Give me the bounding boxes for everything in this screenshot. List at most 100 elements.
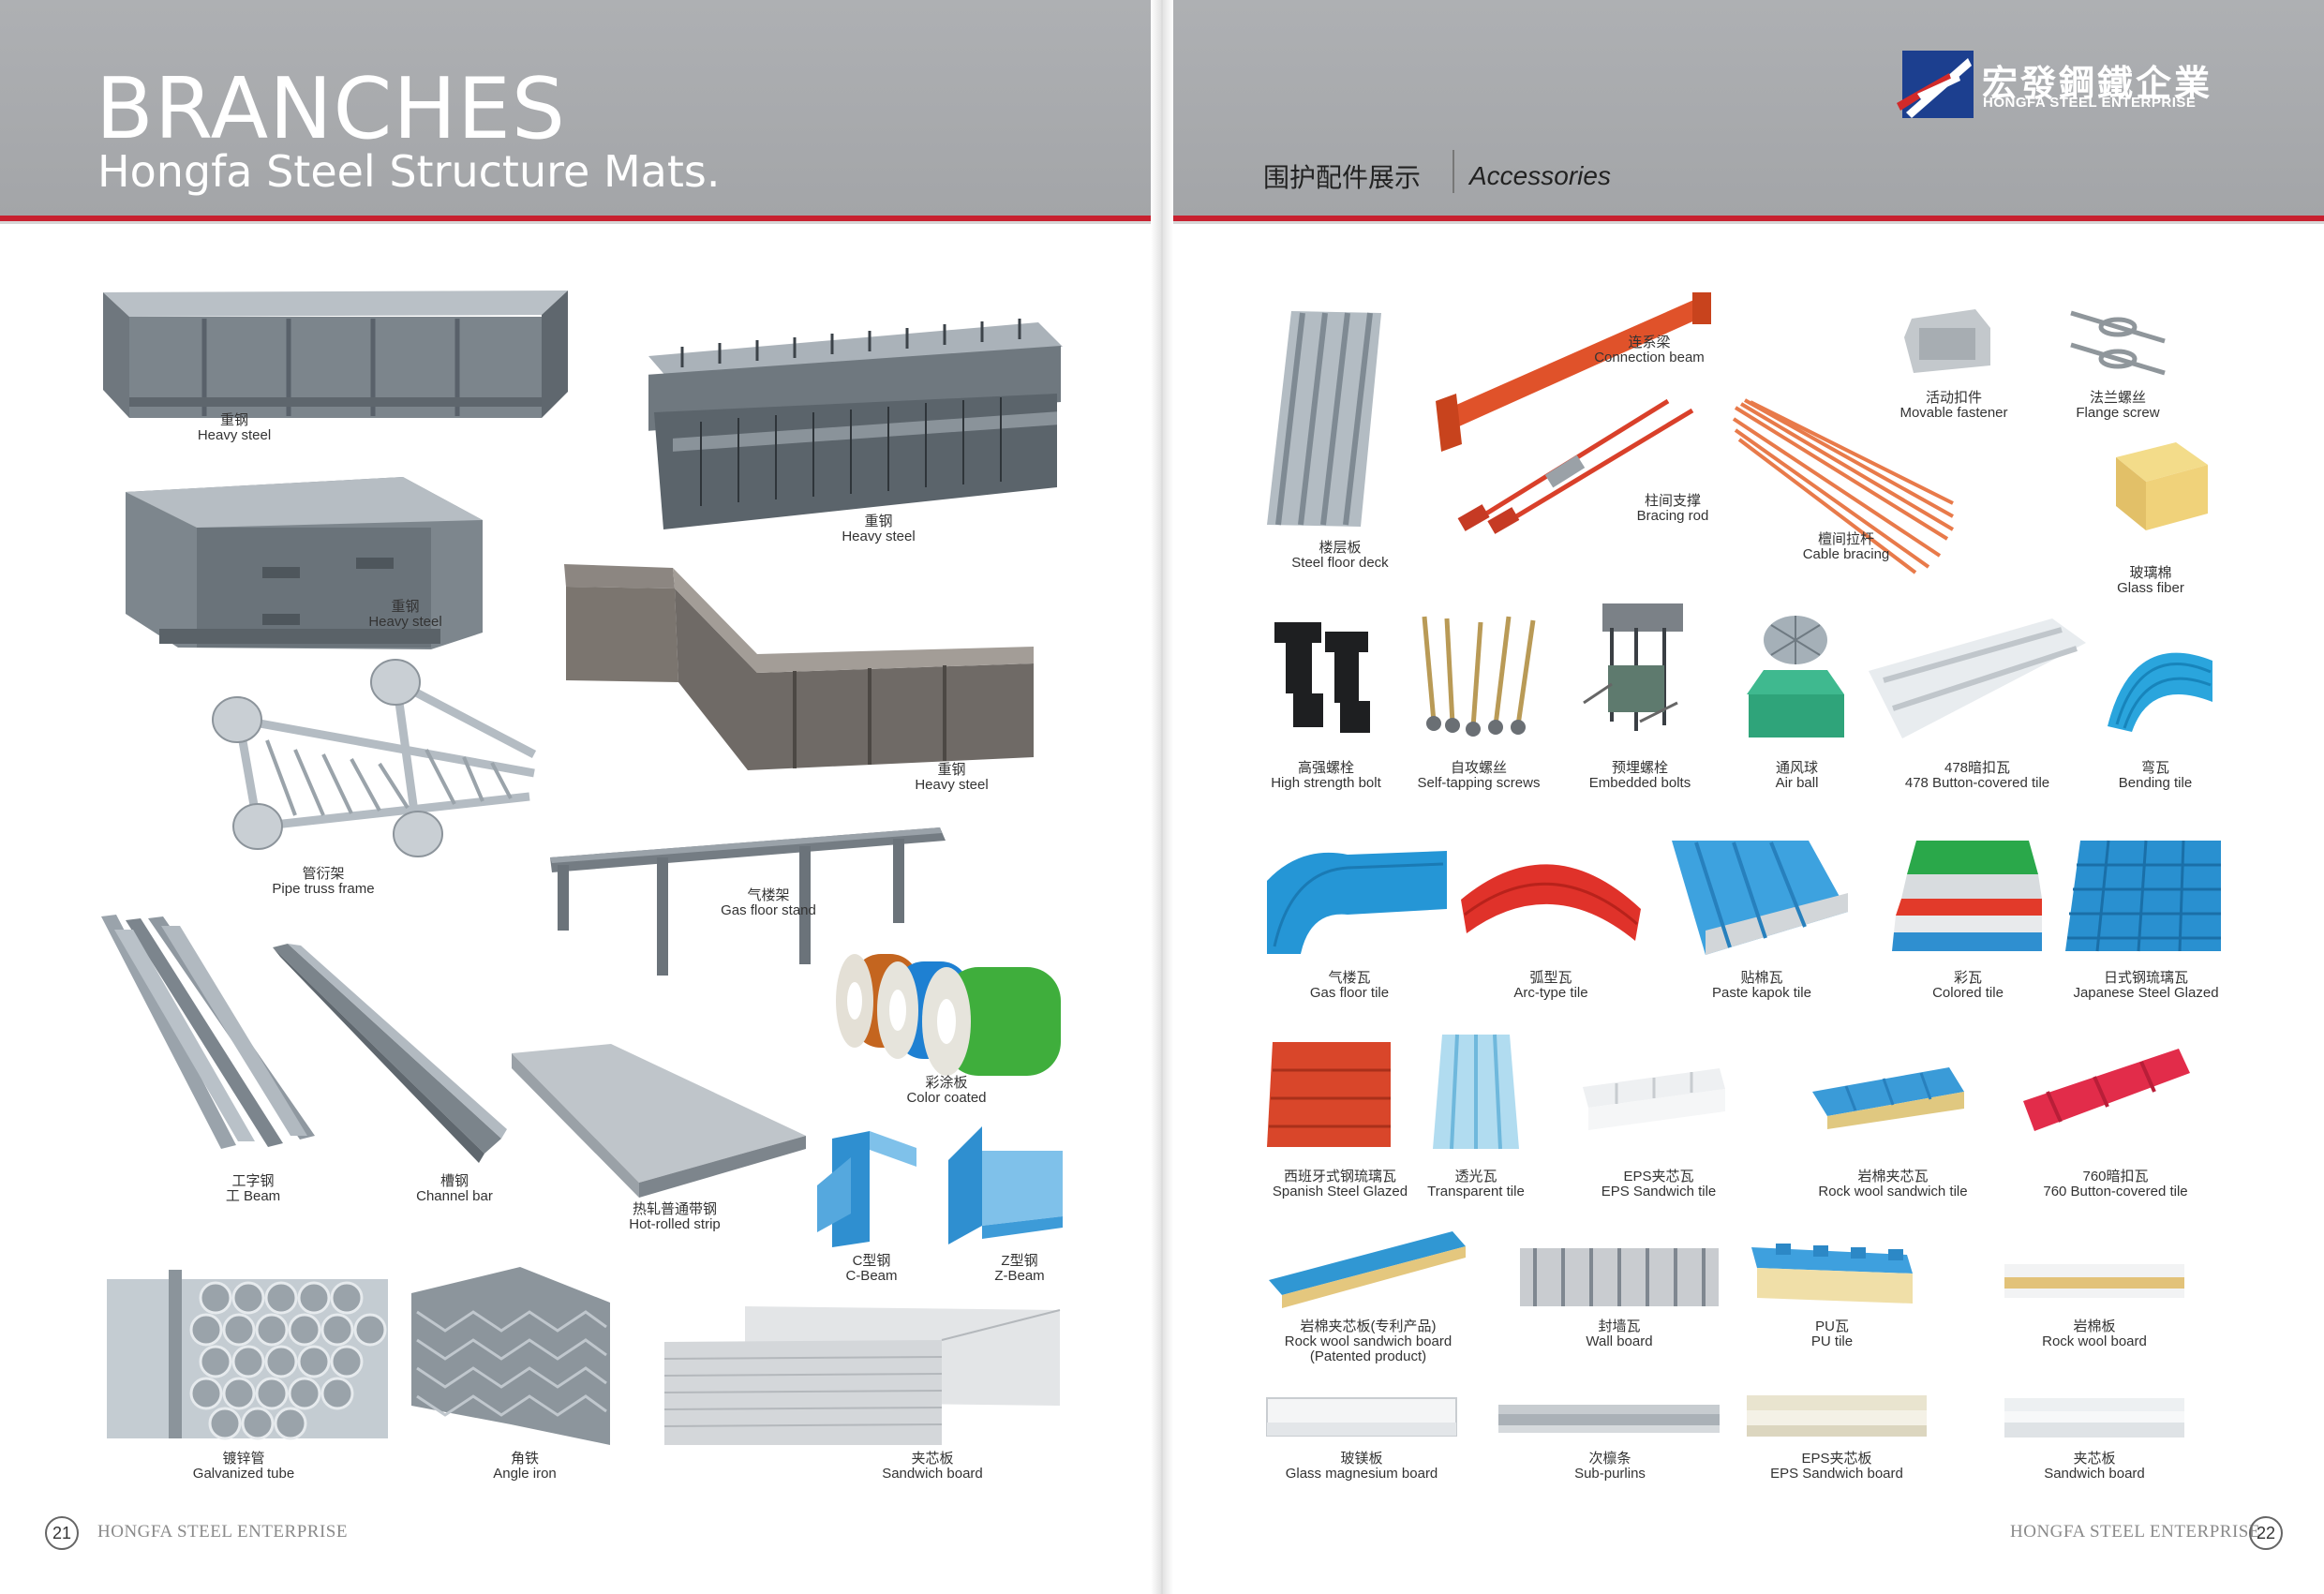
pipe-truss-photo: [211, 656, 539, 871]
header-gray-rule: [0, 221, 1162, 224]
glass-fiber-photo: [2107, 440, 2212, 534]
heavy-steel-photo-3: [645, 309, 1066, 539]
spanish-glazed-tile-photo: [1263, 1038, 1394, 1151]
wall-board-photo: [1516, 1244, 1722, 1310]
hot-rolled-strip-photo: [508, 1042, 810, 1201]
heavy-steel-photo-1: [101, 287, 570, 427]
sandwich-board-photo: [2001, 1394, 2188, 1441]
rock-wool-board-photo: [2001, 1260, 2188, 1302]
caption-rock-wool-board-patent: 岩棉夹芯板(专利产品)Rock wool sandwich board(Pate…: [1284, 1318, 1452, 1364]
478-tile-photo: [1865, 615, 2090, 741]
glass-magnesium-board-photo: [1263, 1394, 1460, 1441]
gas-floor-tile-photo: [1263, 843, 1451, 956]
header-gray-rule: [1162, 221, 2324, 224]
embedded-bolts-photo: [1574, 600, 1696, 740]
color-coated-coils-photo: [834, 948, 1068, 1080]
header-red-rule: [0, 216, 1162, 221]
sandwich-board-photo: [661, 1303, 1064, 1448]
left-page: BRANCHES Hongfa Steel Structure Mats. 重钢…: [0, 0, 1162, 1550]
760-tile-photo: [2019, 1045, 2193, 1139]
eps-sandwich-tile-photo: [1579, 1066, 1729, 1132]
page-title: BRANCHES: [96, 60, 567, 158]
flange-screw-photo: [2062, 304, 2174, 379]
angle-iron-photo: [408, 1265, 614, 1448]
japanese-glazed-tile-photo: [2062, 837, 2226, 954]
footer-brand: HONGFA STEEL ENTERPRISE: [97, 1522, 348, 1542]
caption-i-beam: 工字钢工 Beam: [225, 1173, 281, 1204]
header-banner: [1162, 0, 2324, 216]
footer-brand: HONGFA STEEL ENTERPRISE: [2010, 1522, 2260, 1542]
header-red-rule: [1162, 216, 2324, 221]
cable-bracing-photo: [1732, 398, 1957, 576]
section-title-cn: 围护配件展示: [1263, 163, 1422, 192]
eps-sandwich-board-photo: [1743, 1392, 1930, 1440]
sub-purlins-photo: [1495, 1401, 1724, 1438]
logo-english: HONGFA STEEL ENTERPRISE: [1983, 95, 2197, 111]
channel-bar-photo: [269, 942, 513, 1167]
colored-tile-photo: [1888, 837, 2043, 954]
pu-tile-photo: [1748, 1242, 1916, 1309]
page-number: 22: [2249, 1516, 2283, 1550]
rock-wool-board-patent-photo: [1265, 1228, 1471, 1312]
section-divider: [1452, 150, 1454, 193]
transparent-tile-photo: [1429, 1031, 1523, 1153]
book-spine: [1151, 0, 1173, 1594]
gas-floor-stand-photo: [546, 820, 949, 979]
paste-kapok-tile-photo: [1668, 837, 1851, 959]
logo-chinese: 宏發鋼鐵企業: [1982, 65, 2213, 104]
arc-tile-photo: [1457, 843, 1645, 946]
high-strength-bolt-photo: [1265, 618, 1382, 740]
page-subtitle: Hongfa Steel Structure Mats.: [97, 146, 721, 197]
logo-icon: [1893, 47, 1977, 127]
heavy-steel-photo-4: [560, 560, 1040, 776]
self-tapping-screws-photo: [1406, 609, 1546, 740]
header-banner: [0, 0, 1162, 216]
steel-floor-deck-photo: [1263, 309, 1385, 529]
rock-wool-tile-photo: [1809, 1064, 1968, 1131]
galvanized-tube-photo: [103, 1260, 394, 1448]
c-beam-photo: [813, 1129, 926, 1251]
right-page: 宏發鋼鐵企業 HONGFA STEEL ENTERPRISE 围护配件展示 Ac…: [1162, 0, 2324, 1594]
section-title-en: Accessories: [1469, 161, 1611, 190]
